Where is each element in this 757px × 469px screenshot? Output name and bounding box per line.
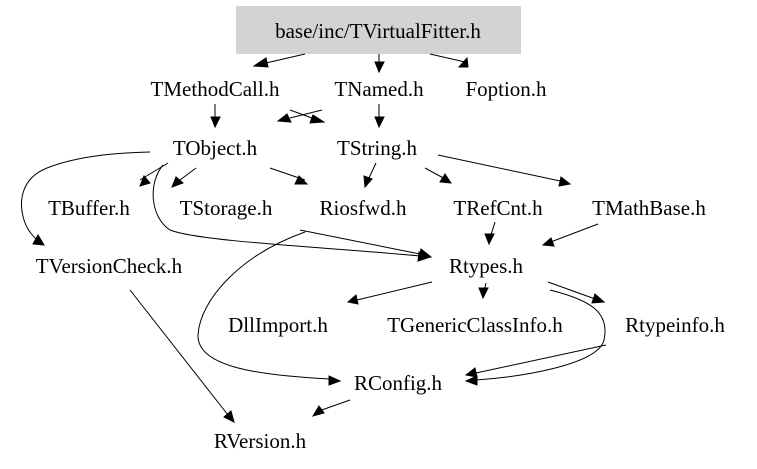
node-rversion[interactable]: RVersion.h xyxy=(214,429,307,453)
arrowhead-tobject-tstorage xyxy=(171,176,184,188)
node-tgenericclassinfo[interactable]: TGenericClassInfo.h xyxy=(387,313,563,337)
arrowhead-root-tmethodcall xyxy=(252,57,269,68)
node-labels: base/inc/TVirtualFitter.h TMethodCall.h … xyxy=(36,19,726,453)
node-tmethodcall[interactable]: TMethodCall.h xyxy=(151,77,280,101)
edge-tmathbase-rtypes xyxy=(547,223,599,244)
edge-tobject-tversioncheck xyxy=(21,151,151,243)
arrowhead-tobject-riosfwd xyxy=(294,175,309,185)
node-rconfig[interactable]: RConfig.h xyxy=(354,371,443,395)
edge-tmethodcall-tstring xyxy=(289,109,313,119)
arrowhead-tobject-tbuffer xyxy=(139,175,151,187)
arrowhead-rtypes-tgenericclassinfo xyxy=(478,287,489,300)
edge-rtypes-rconfig xyxy=(475,289,606,381)
arrowhead-riosfwd-rtypes xyxy=(418,248,433,259)
node-tversioncheck[interactable]: TVersionCheck.h xyxy=(36,254,183,278)
edge-tstring-tmathbase xyxy=(437,154,566,183)
arrowhead-tnamed-tobject xyxy=(276,113,292,123)
arrowheads xyxy=(32,56,606,423)
arrowhead-rtypes-dllimport xyxy=(346,294,359,305)
node-root[interactable]: base/inc/TVirtualFitter.h xyxy=(275,19,481,43)
node-rtypeinfo[interactable]: Rtypeinfo.h xyxy=(625,313,725,337)
arrowhead-tnamed-tstring xyxy=(374,116,385,129)
arrowhead-tmathbase-rtypes xyxy=(541,237,555,247)
arrowhead-tmethodcall-tstring xyxy=(309,114,326,124)
arrowhead-tversioncheck-rversion xyxy=(223,410,235,423)
edge-tversioncheck-rversion xyxy=(129,289,229,416)
node-tmathbase[interactable]: TMathBase.h xyxy=(592,196,706,220)
node-tstorage[interactable]: TStorage.h xyxy=(180,196,273,220)
arrowhead-tobject-tversioncheck xyxy=(32,234,45,246)
node-dllimport[interactable]: DllImport.h xyxy=(228,313,328,337)
arrowhead-root-foption xyxy=(457,56,469,68)
node-riosfwd[interactable]: Riosfwd.h xyxy=(320,196,407,220)
node-tstring[interactable]: TString.h xyxy=(337,136,417,160)
node-foption[interactable]: Foption.h xyxy=(465,77,547,101)
edge-riosfwd-rtypes xyxy=(299,229,421,255)
node-tbuffer[interactable]: TBuffer.h xyxy=(48,196,130,220)
arrowhead-root-tnamed xyxy=(374,61,385,74)
edge-riosfwd-rconfig xyxy=(197,231,331,380)
node-tobject[interactable]: TObject.h xyxy=(173,136,258,160)
node-tnamed[interactable]: TNamed.h xyxy=(334,77,424,101)
edge-tnamed-tobject xyxy=(289,109,323,119)
edges xyxy=(21,53,607,416)
edge-rtypes-dllimport xyxy=(356,281,433,301)
root-node-box xyxy=(236,6,521,54)
arrowhead-riosfwd-rconfig xyxy=(328,375,342,386)
edge-root-foption xyxy=(429,53,466,63)
arrowhead-rtypes-rconfig xyxy=(464,375,478,386)
edge-tstring-riosfwd xyxy=(367,162,377,181)
node-trefcnt[interactable]: TRefCnt.h xyxy=(453,196,543,220)
arrowhead-trefcnt-rtypes xyxy=(484,233,495,246)
arrowhead-tstring-trefcnt xyxy=(439,173,452,184)
edge-root-tmethodcall xyxy=(265,53,306,64)
edge-tobject-rtypes xyxy=(152,164,421,257)
arrowhead-tmethodcall-tobject xyxy=(210,116,221,129)
edge-rtypeinfo-rconfig xyxy=(475,344,607,374)
arrowhead-tstring-riosfwd xyxy=(363,175,373,189)
arrowhead-tstring-tmathbase xyxy=(558,176,572,187)
node-rtypes[interactable]: Rtypes.h xyxy=(449,254,524,278)
arrowhead-rtypes-rtypeinfo xyxy=(591,293,606,304)
edge-rtypes-rtypeinfo xyxy=(547,281,599,301)
arrowhead-rconfig-rversion xyxy=(311,405,325,417)
edge-tobject-tstorage xyxy=(179,167,197,181)
arrowhead-rtypeinfo-rconfig xyxy=(464,367,478,378)
